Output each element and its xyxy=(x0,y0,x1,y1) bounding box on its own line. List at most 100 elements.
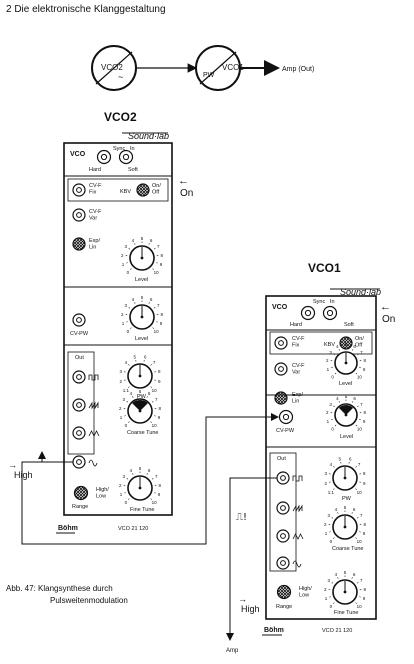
dial-tick xyxy=(334,372,337,375)
dial-scale-label: 4 xyxy=(335,572,338,577)
dial-tick xyxy=(333,466,335,468)
dial-scale-label: 5 xyxy=(339,457,342,462)
dial-tick xyxy=(128,364,130,366)
vco1-sync-in: In xyxy=(330,299,335,305)
dial-tick xyxy=(338,349,340,351)
dial-scale-label: 8 xyxy=(159,483,162,488)
sine-glyph: ~ xyxy=(118,72,123,82)
dial-tick xyxy=(338,401,340,403)
dial-scale-label: 3 xyxy=(324,471,327,476)
vco1-cv-pw: CV-PW xyxy=(276,428,295,434)
dial-scale-label: 4 xyxy=(336,344,339,349)
dial-scale-label: 6 xyxy=(353,507,356,512)
dial-scale-label: 1 xyxy=(325,531,328,536)
sine-wave-icon xyxy=(88,459,98,467)
vco2-kbv-button[interactable] xyxy=(136,183,150,197)
dial-scale-label: 9 xyxy=(158,379,161,384)
dial-scale-label: 9 xyxy=(158,415,161,420)
dial-scale-label: 10 xyxy=(357,490,363,495)
dial-scale-label: 5 xyxy=(134,355,137,360)
dial-scale-label: 10 xyxy=(357,374,363,379)
vco2-out: Out xyxy=(75,355,84,361)
dial-scale-label: 7 xyxy=(157,244,160,249)
dial-scale-label: 6 xyxy=(353,396,356,401)
dial-tick xyxy=(124,415,126,417)
dial-scale-label: 2 xyxy=(121,312,124,317)
dial-scale-label: 9 xyxy=(158,492,161,497)
dial-tick xyxy=(134,302,136,304)
vco2-range-button[interactable] xyxy=(73,485,89,501)
dial-scale-label: 1:1 xyxy=(328,490,335,495)
dial-tick xyxy=(134,243,136,245)
dial-scale-label: 10 xyxy=(154,329,160,334)
dial-scale-label: 3 xyxy=(328,578,331,583)
vco2-level-2: Level xyxy=(135,336,148,342)
dial-tick xyxy=(359,419,361,421)
dial-scale-label: 1:1 xyxy=(123,388,130,393)
vco1-hard: Hard xyxy=(290,322,302,328)
vco2-exp-lin-button[interactable] xyxy=(72,237,86,251)
vco2-kbv: KBV xyxy=(120,189,131,195)
dial-scale-label: 7 xyxy=(360,350,363,355)
triangle-wave-icon xyxy=(292,533,304,540)
vco1-range-button[interactable] xyxy=(276,584,292,600)
knob-hub xyxy=(138,374,142,378)
dial-tick xyxy=(148,302,150,304)
dial-scale-label: 0 xyxy=(125,500,128,505)
dial-scale-label: 8 xyxy=(364,587,367,592)
dial-tick xyxy=(337,512,339,514)
dial-scale-label: 4 xyxy=(330,462,333,467)
vco2-panel: VCO2 Sound·lab VCO Sync In Hard Soft CV-… xyxy=(56,110,173,534)
vco2-heading: VCO2 xyxy=(104,110,137,124)
dial-tick xyxy=(359,531,361,533)
dial-tick xyxy=(128,307,131,309)
dial-scale-label: 0 xyxy=(331,374,334,379)
vco1-exp-lin-button[interactable] xyxy=(274,391,288,405)
dial-tick xyxy=(331,582,334,584)
dial-tick xyxy=(154,415,156,417)
dial-scale-label: 1 xyxy=(327,367,330,372)
dial-scale-label: 9 xyxy=(160,321,163,326)
dial-scale-label: 3 xyxy=(123,474,126,479)
vco2-range: Range xyxy=(72,504,88,510)
dial-tick xyxy=(150,421,152,423)
dial-scale-label: 1 xyxy=(120,492,123,497)
dial-scale-label: 7 xyxy=(153,360,156,365)
dial-scale-label: 6 xyxy=(150,238,153,243)
knob-hub xyxy=(140,256,144,260)
dial-scale-label: 4 xyxy=(132,297,135,302)
dial-scale-label: 4 xyxy=(130,391,133,396)
dial-scale-label: 9 xyxy=(363,596,366,601)
dial-scale-label: 9 xyxy=(363,367,366,372)
dial-scale-label: 3 xyxy=(123,397,126,402)
dial-scale-label: 2 xyxy=(324,522,327,527)
vco2-fine-tune: Fine Tune xyxy=(130,507,154,513)
dial-scale-label: 2 xyxy=(324,481,327,486)
dial-scale-label: 10 xyxy=(357,604,363,609)
dial-tick xyxy=(126,478,129,480)
dial-scale-label: 6 xyxy=(144,355,147,360)
dial-tick xyxy=(333,488,335,490)
dial-scale-label: 8 xyxy=(159,406,162,411)
dial-scale-label: 2 xyxy=(119,379,122,384)
dial-scale-label: 0 xyxy=(127,270,130,275)
dial-scale-label: 9 xyxy=(363,419,366,424)
vco1-soft: Soft xyxy=(344,322,354,328)
dial-tick xyxy=(355,372,358,375)
dial-tick xyxy=(128,248,131,250)
dial-scale-label: 1 xyxy=(325,596,328,601)
vco2-level-1: Level xyxy=(135,277,148,283)
sawtooth-wave-icon xyxy=(88,401,99,410)
dial-scale-label: 4 xyxy=(125,360,128,365)
